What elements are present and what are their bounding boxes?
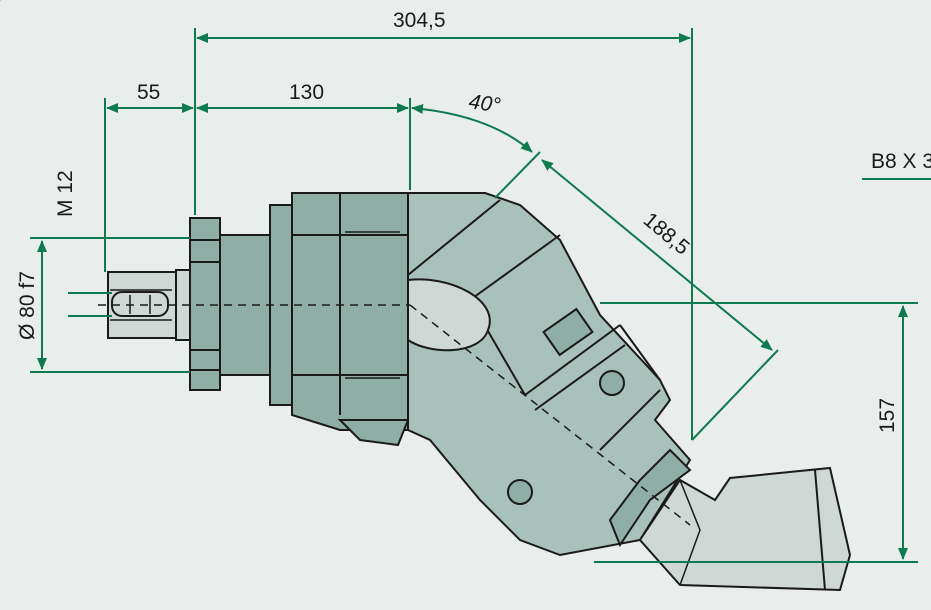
label-flange-to-bend: 130: [289, 81, 324, 104]
mounting-flange: [189, 217, 271, 391]
dim-arc-bend-angle: [411, 104, 533, 153]
bent-axis-centerline: [409, 304, 691, 526]
dim-line-port-length: [541, 159, 773, 351]
label-thread: M 12: [54, 170, 77, 217]
label-spline: B8 X 3: [871, 150, 931, 173]
label-overall-length: 304,5: [393, 9, 446, 32]
label-bend-angle: 40°: [467, 90, 502, 117]
drive-shaft: [107, 269, 191, 341]
pump-body: [98, 192, 852, 592]
label-shaft-length: 55: [137, 81, 160, 104]
label-shaft-diameter: Ø 80 f7: [16, 271, 39, 340]
label-port-height: 157: [876, 398, 899, 433]
outlet-elbow: [608, 448, 852, 592]
dimension-lines: [30, 28, 931, 563]
main-housing: [269, 192, 410, 447]
label-port-length: 188,5: [639, 208, 694, 259]
